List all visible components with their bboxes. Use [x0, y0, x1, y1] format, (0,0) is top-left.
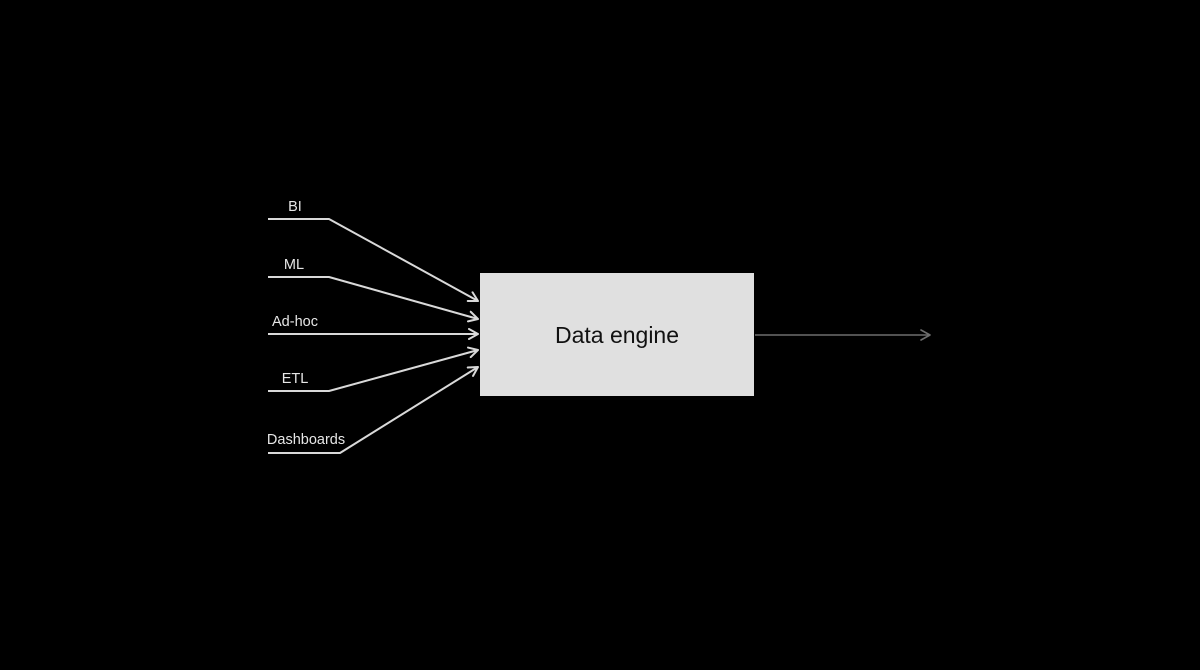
dashboards-connector-arrow [268, 366, 479, 454]
input-label-adhoc: Ad-hoc [272, 314, 318, 330]
input-label-dashboards: Dashboards [267, 432, 345, 448]
data-engine-box [480, 273, 754, 396]
bi-connector-arrow [268, 218, 479, 303]
data-engine-label: Data engine [555, 322, 679, 348]
input-label-etl: ETL [282, 371, 309, 387]
etl-connector-arrow [268, 346, 479, 392]
input-label-ml: ML [284, 257, 304, 273]
input-label-bi: BI [288, 199, 302, 215]
ml-connector-arrow [268, 276, 479, 323]
